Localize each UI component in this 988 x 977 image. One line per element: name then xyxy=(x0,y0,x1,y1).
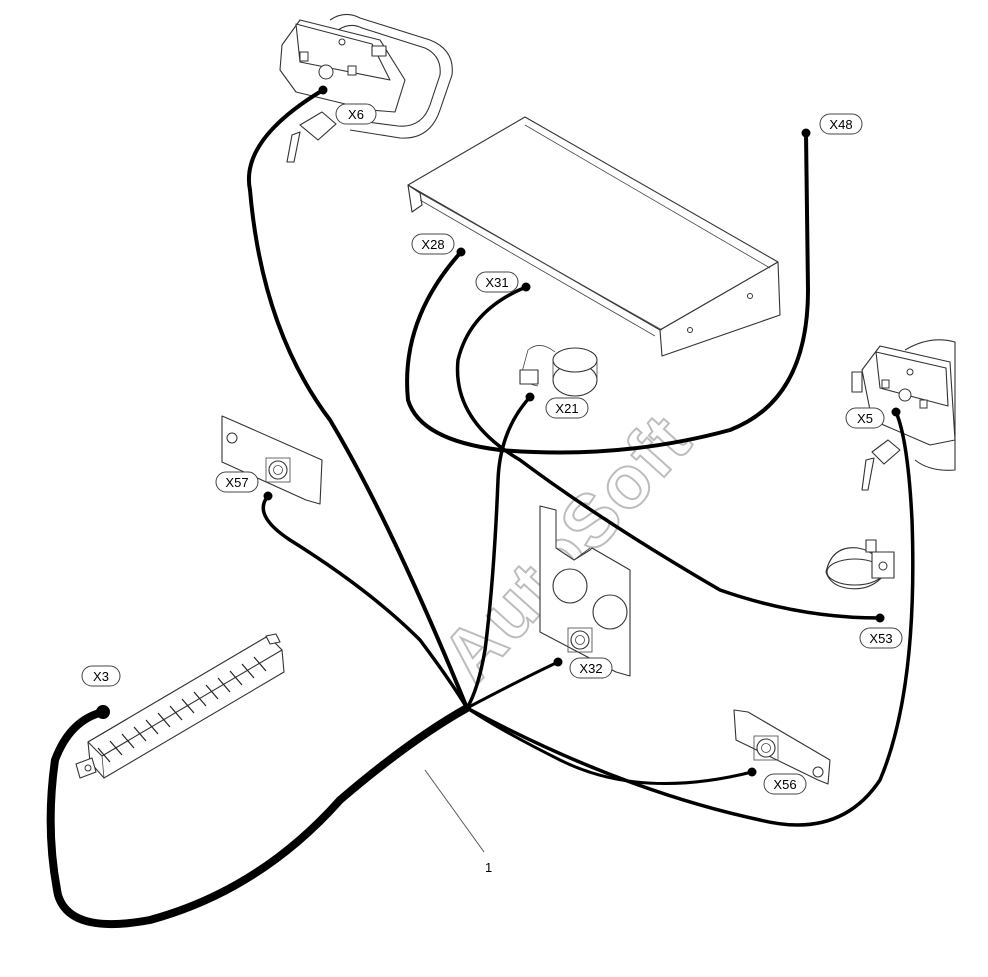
label-x48: X48 xyxy=(819,113,863,135)
label-x28-text: X28 xyxy=(421,237,444,252)
plate-x57 xyxy=(221,415,323,505)
round-connector-x21 xyxy=(519,345,598,397)
label-x32: X32 xyxy=(569,657,613,679)
label-x48-text: X48 xyxy=(829,117,852,132)
label-x3: X3 xyxy=(81,665,121,687)
label-x31: X31 xyxy=(475,271,519,293)
lamp-bracket-right xyxy=(851,339,956,491)
lamp-bracket-top-left xyxy=(279,13,453,163)
label-x57: X57 xyxy=(215,471,259,493)
label-x32-text: X32 xyxy=(579,661,602,676)
label-x5: X5 xyxy=(845,407,885,429)
label-x28: X28 xyxy=(411,233,455,255)
label-x21-text: X21 xyxy=(555,401,578,416)
terminal-strip-x3 xyxy=(75,633,285,779)
label-x56: X56 xyxy=(763,773,807,795)
label-x6: X6 xyxy=(335,103,377,125)
label-x31-text: X31 xyxy=(485,275,508,290)
wire-end-dots xyxy=(96,85,901,777)
label-x3-text: X3 xyxy=(93,669,109,684)
label-x56-text: X56 xyxy=(773,777,796,792)
callout-leader-line xyxy=(424,769,485,853)
cap-connector-x53 xyxy=(825,539,895,590)
label-x6-text: X6 xyxy=(348,107,364,122)
callout-number: 1 xyxy=(485,860,492,875)
plate-x56 xyxy=(733,709,831,785)
label-x5-text: X5 xyxy=(857,411,873,426)
label-x53: X53 xyxy=(859,627,903,649)
label-x57-text: X57 xyxy=(225,475,248,490)
tray-cover xyxy=(407,116,781,357)
harness-wires xyxy=(46,88,915,929)
label-x21: X21 xyxy=(545,397,589,419)
label-x53-text: X53 xyxy=(869,631,892,646)
